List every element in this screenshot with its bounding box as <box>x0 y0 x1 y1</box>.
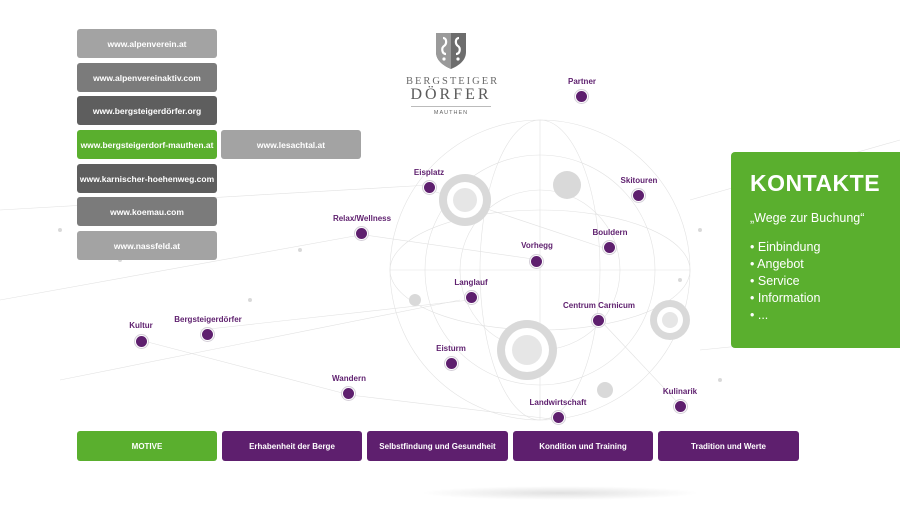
link-bergsteigerdoerfer-org[interactable]: www.bergsteigerdörfer.org <box>77 96 217 125</box>
node-relax-wellness-label[interactable]: Relax/Wellness <box>332 214 392 223</box>
node-centrum-carnicum-label[interactable]: Centrum Carnicum <box>562 301 636 310</box>
link-lesachtal[interactable]: www.lesachtal.at <box>221 130 361 159</box>
tab-selbstfindung-und-gesundheit[interactable]: Selbstfindung und Gesundheit <box>367 431 508 461</box>
link-karnischer-hoehenweg[interactable]: www.karnischer-hoehenweg.com <box>77 164 217 193</box>
bottom-shadow <box>420 486 700 500</box>
node-langlauf-dot[interactable] <box>465 291 478 304</box>
kontakte-panel[interactable]: KONTAKTE „Wege zur Buchung“ Einbindung A… <box>731 152 900 348</box>
logo-text-line3: MAUTHEN <box>433 110 469 116</box>
link-koemau[interactable]: www.koemau.com <box>77 197 217 226</box>
node-kulinarik-dot[interactable] <box>674 400 687 413</box>
link-bergsteigerdorf-mauthen[interactable]: www.bergsteigerdorf-mauthen.at <box>77 130 217 159</box>
kontakte-item: Service <box>750 273 900 290</box>
node-relax-wellness-dot[interactable] <box>355 227 368 240</box>
node-skitouren-dot[interactable] <box>632 189 645 202</box>
node-landwirtschaft-label[interactable]: Landwirtschaft <box>529 398 587 407</box>
kontakte-item: Information <box>750 290 900 307</box>
node-bouldern-dot[interactable] <box>603 241 616 254</box>
node-centrum-carnicum-dot[interactable] <box>592 314 605 327</box>
logo-text-line2: DÖRFER <box>410 86 492 103</box>
node-kultur-label[interactable]: Kultur <box>129 321 153 330</box>
kontakte-item: Angebot <box>750 256 900 273</box>
logo-divider <box>411 106 491 107</box>
node-partner-label[interactable]: Partner <box>567 77 597 86</box>
node-eisturm-dot[interactable] <box>445 357 458 370</box>
bergsteigerdoerfer-logo: BERGSTEIGER DÖRFER MAUTHEN <box>406 30 500 120</box>
node-bergsteigerdoerfer-dot[interactable] <box>201 328 214 341</box>
node-vorhegg-label[interactable]: Vorhegg <box>521 241 553 250</box>
link-nassfeld[interactable]: www.nassfeld.at <box>77 231 217 260</box>
node-eisturm-label[interactable]: Eisturm <box>436 344 466 353</box>
kontakte-list: Einbindung Angebot Service Information .… <box>750 239 900 324</box>
tab-kondition-und-training[interactable]: Kondition und Training <box>513 431 653 461</box>
node-wandern-label[interactable]: Wandern <box>332 374 366 383</box>
node-kultur-dot[interactable] <box>135 335 148 348</box>
node-wandern-dot[interactable] <box>342 387 355 400</box>
link-alpenvereinaktiv[interactable]: www.alpenvereinaktiv.com <box>77 63 217 92</box>
tab-erhabenheit-der-berge[interactable]: Erhabenheit der Berge <box>222 431 362 461</box>
node-skitouren-label[interactable]: Skitouren <box>620 176 658 185</box>
tab-tradition-und-werte[interactable]: Tradition und Werte <box>658 431 799 461</box>
kontakte-item: ... <box>750 307 900 324</box>
node-kulinarik-label[interactable]: Kulinarik <box>662 387 698 396</box>
node-bouldern-label[interactable]: Bouldern <box>592 228 628 237</box>
shield-logo-icon <box>436 33 466 69</box>
node-partner-dot[interactable] <box>575 90 588 103</box>
link-alpenverein[interactable]: www.alpenverein.at <box>77 29 217 58</box>
node-eisplatz-label[interactable]: Eisplatz <box>413 168 445 177</box>
node-langlauf-label[interactable]: Langlauf <box>454 278 488 287</box>
node-bergsteigerdoerfer-label[interactable]: Bergsteigerdörfer <box>174 315 242 324</box>
node-landwirtschaft-dot[interactable] <box>552 411 565 424</box>
logo-text-line1: BERGSTEIGER <box>406 76 500 87</box>
tab-motive[interactable]: MOTIVE <box>77 431 217 461</box>
node-vorhegg-dot[interactable] <box>530 255 543 268</box>
kontakte-title: KONTAKTE <box>750 170 881 196</box>
kontakte-subtitle: „Wege zur Buchung“ <box>750 211 865 225</box>
node-eisplatz-dot[interactable] <box>423 181 436 194</box>
kontakte-item: Einbindung <box>750 239 900 256</box>
